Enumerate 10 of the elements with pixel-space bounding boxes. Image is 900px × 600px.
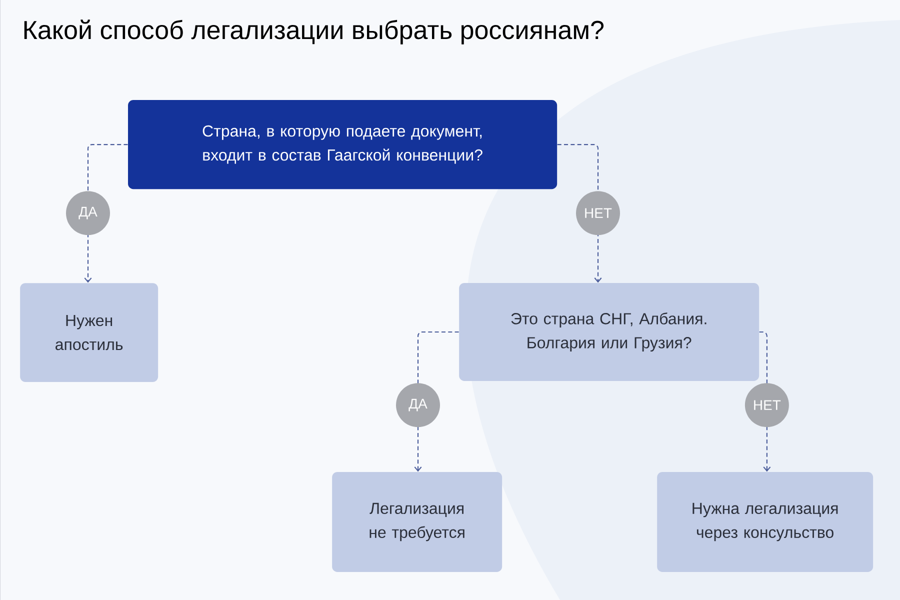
edge-label: НЕТ: [744, 383, 789, 428]
answer-box: Легализация не требуется: [332, 472, 502, 572]
edge-label: ДА: [66, 191, 110, 236]
question-box: Страна, в которую подаете документ, входит в состав Гаагской конвенции?: [128, 100, 558, 190]
edge-label: ДА: [396, 383, 440, 428]
title: Какой способ легализации выбрать россиянам?: [24, 20, 604, 44]
answer-box: Нужен апостиль: [20, 283, 158, 382]
answer-box: Это страна СНГ, Албания. Болгария или Грузия?: [459, 283, 760, 381]
edge-label: НЕТ: [576, 191, 620, 236]
answer-box: Нужна легализация через консульство: [657, 472, 874, 572]
